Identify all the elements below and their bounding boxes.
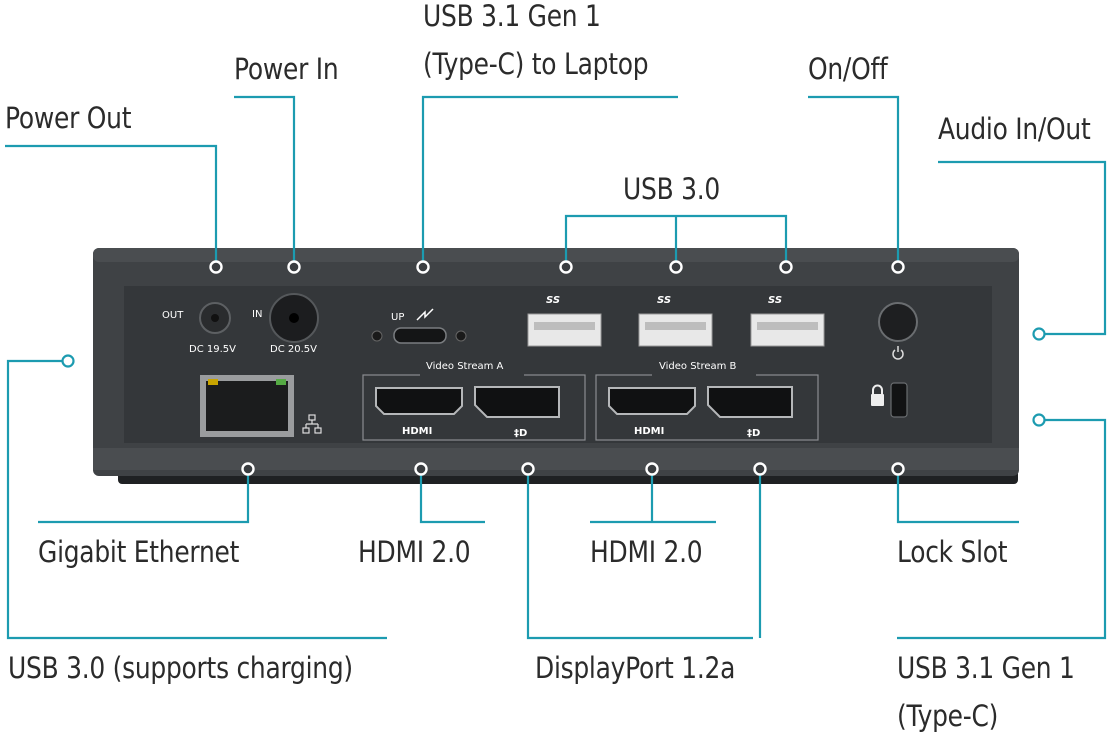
dc-out-jack-pin <box>211 314 219 322</box>
label-usb31-typec: USB 3.1 Gen 1 (Type-C) <box>897 651 1075 733</box>
label-usb30-charging: USB 3.0 (supports charging) <box>8 651 353 685</box>
leader-lines <box>5 95 1107 640</box>
hdmi-port-a <box>375 387 463 415</box>
out-label: OUT <box>162 310 184 321</box>
up-label: UP <box>391 312 404 323</box>
hdmi-port-b <box>608 387 696 415</box>
label-hdmi-a: HDMI 2.0 <box>358 535 471 569</box>
usb-c-port <box>393 327 447 344</box>
displayport-icon: ‡D <box>747 428 760 439</box>
displayport-port-a <box>474 386 560 418</box>
label-usb30-top: USB 3.0 <box>623 172 720 206</box>
power-symbol-icon <box>892 346 904 360</box>
in-label: IN <box>252 309 262 320</box>
usb-a-port-1: SS <box>527 295 602 347</box>
label-displayport: DisplayPort 1.2a <box>535 651 736 685</box>
docking-station: OUT IN DC 19.5V DC 20.5V UP SS SS SS <box>93 248 1019 484</box>
hdmi-label-a: HDMI <box>402 426 432 437</box>
power-button <box>878 302 918 342</box>
displayport-port-b <box>707 386 793 418</box>
usb-a-port-2: SS <box>638 295 713 347</box>
usb-ss-icon: SS <box>657 295 671 306</box>
label-power-in: Power In <box>234 52 339 86</box>
label-audio: Audio In/Out <box>938 112 1091 146</box>
usb-ss-icon: SS <box>546 295 560 306</box>
label-gigabit: Gigabit Ethernet <box>38 535 240 569</box>
device-top-edge <box>93 248 1019 262</box>
video-stream-a-label: Video Stream A <box>426 361 504 372</box>
ethernet-port <box>206 381 288 431</box>
usb-ss-icon: SS <box>768 295 782 306</box>
displayport-icon: ‡D <box>514 428 527 439</box>
usb-a-port-3: SS <box>750 295 825 347</box>
callout-dots <box>61 260 1046 476</box>
device-bottom-lip <box>93 448 1019 470</box>
label-on-off: On/Off <box>808 52 888 86</box>
label-usb31-laptop: USB 3.1 Gen 1 (Type-C) to Laptop <box>423 0 649 81</box>
led-right <box>455 330 467 342</box>
dc-out-label: DC 19.5V <box>189 344 236 355</box>
video-stream-b-label: Video Stream B <box>659 361 737 372</box>
dc-in-label: DC 20.5V <box>270 344 317 355</box>
dc-in-jack-pin <box>289 313 299 323</box>
thunderbolt-up-icon <box>416 308 434 321</box>
label-lock: Lock Slot <box>897 535 1008 569</box>
network-icon <box>302 414 322 434</box>
lock-slot <box>890 382 908 418</box>
label-power-out: Power Out <box>5 101 132 135</box>
label-hdmi-b: HDMI 2.0 <box>590 535 703 569</box>
lock-icon <box>871 384 884 406</box>
hdmi-label-b: HDMI <box>634 426 664 437</box>
led-left <box>371 330 383 342</box>
